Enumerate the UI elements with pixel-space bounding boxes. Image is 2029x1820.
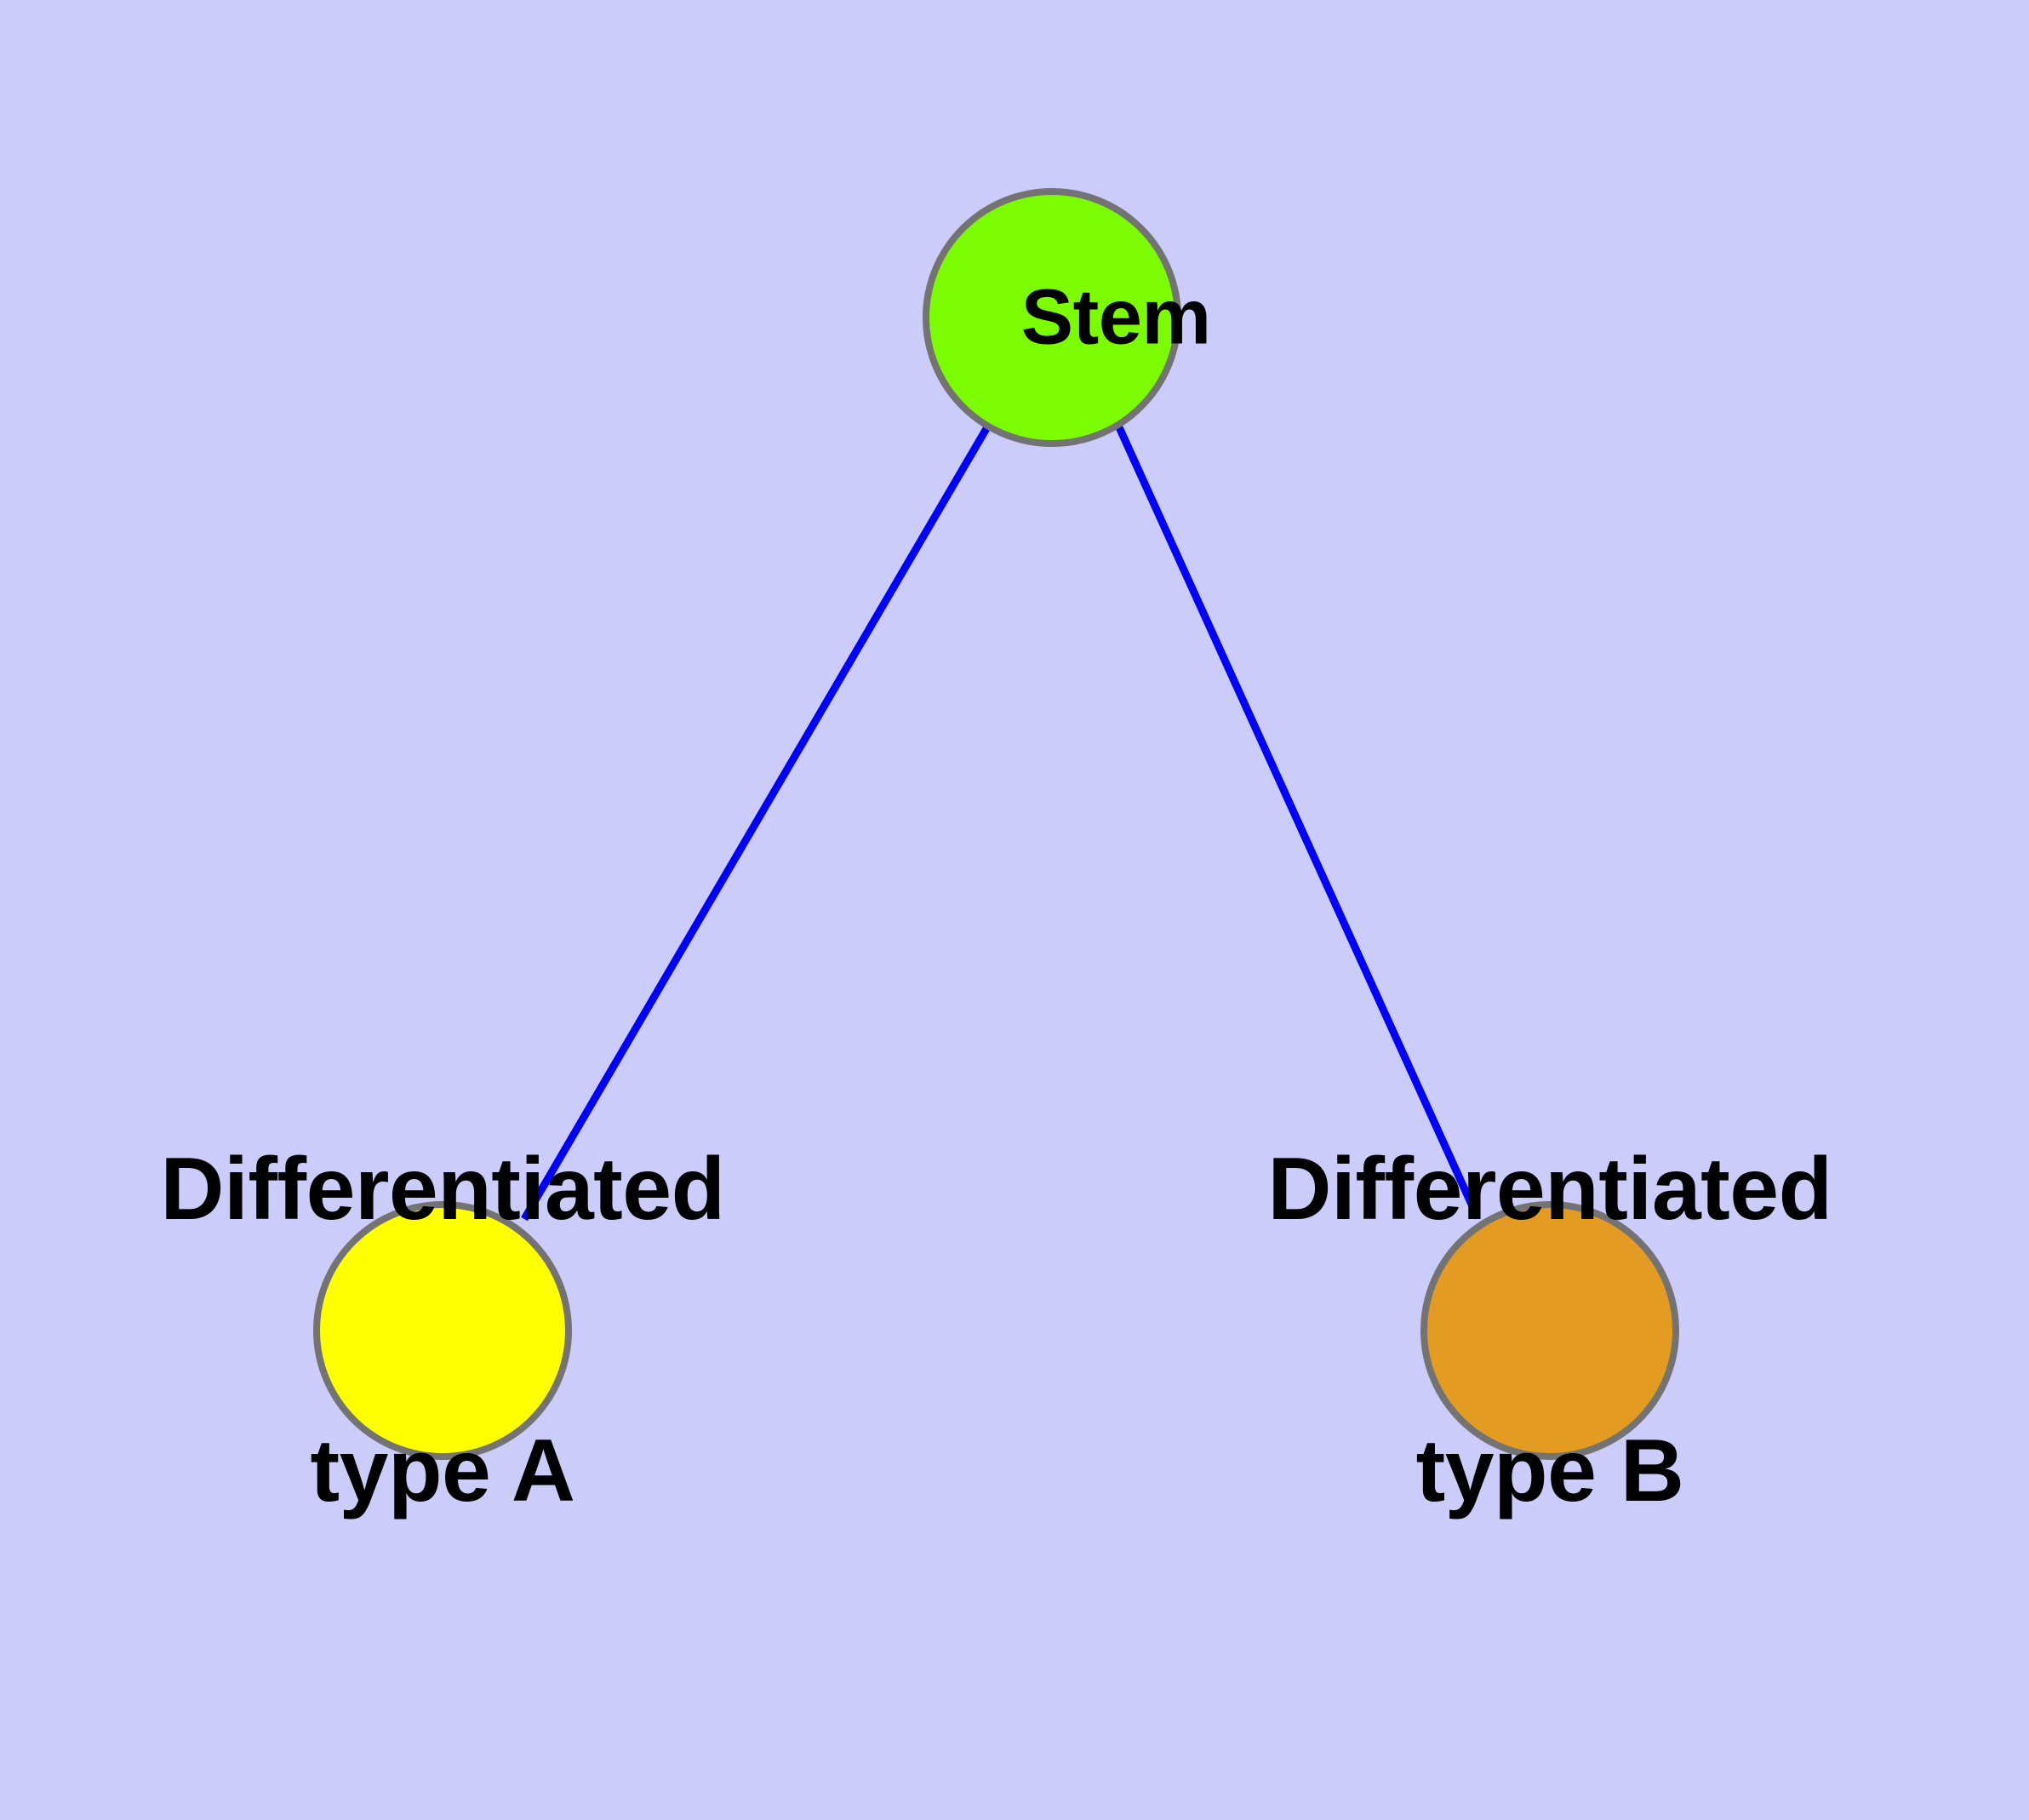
node-stem[interactable] — [923, 188, 1181, 447]
edge-stem-to-differentiated-type-b[interactable] — [1115, 426, 1481, 1217]
edge-stem-to-differentiated-type-a[interactable] — [521, 423, 992, 1222]
node-differentiated-type-b[interactable] — [1420, 1201, 1679, 1460]
nodes-layer — [313, 188, 1679, 1460]
node-differentiated-type-a[interactable] — [313, 1201, 572, 1460]
edges-layer — [521, 423, 1481, 1222]
